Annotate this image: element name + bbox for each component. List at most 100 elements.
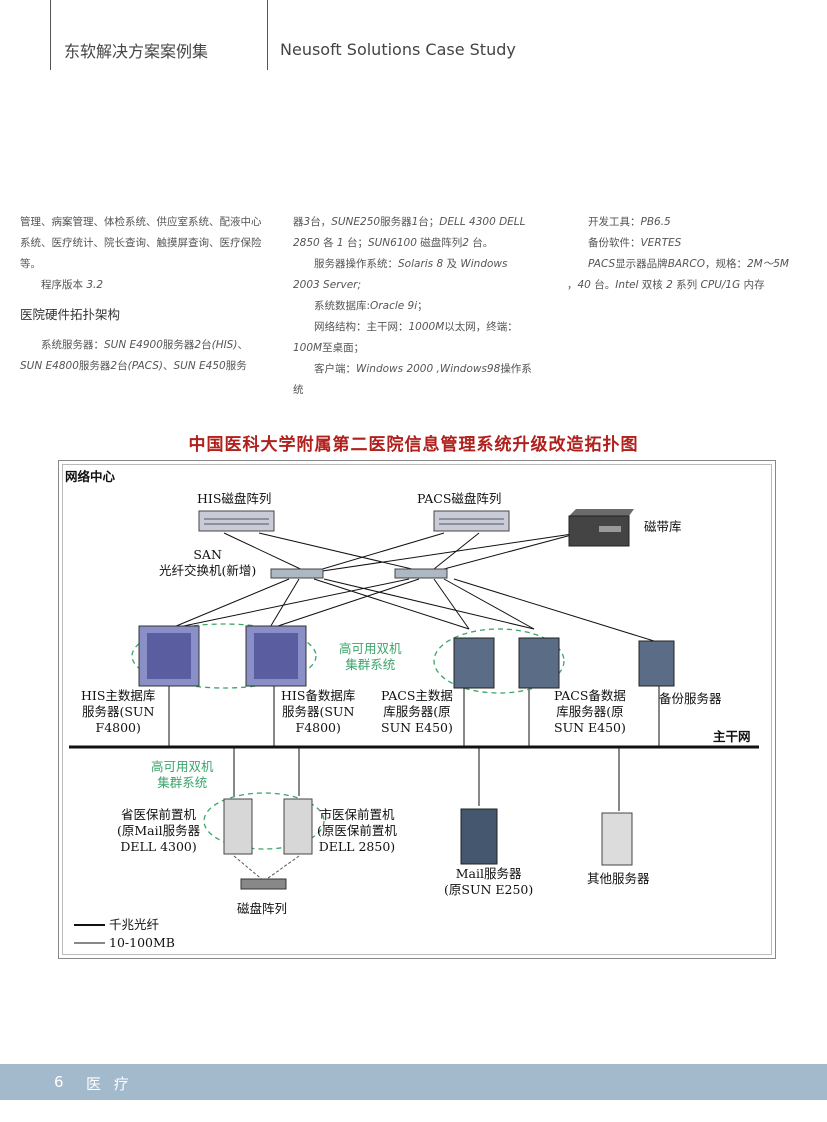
text-column-3: 开发工具：PB6.5 备份软件：VERTES PACS显示器品牌BARCO，规格… bbox=[567, 212, 817, 296]
t: 台， bbox=[310, 216, 332, 228]
text-column-1: 管理、病案管理、体检系统、供应室系统、配液中心系统、医疗统计、院长查询、触摸屏查… bbox=[20, 212, 265, 377]
t: 器 bbox=[293, 216, 304, 228]
san-line2: 光纤交换机(新增) bbox=[159, 563, 257, 578]
header-left-rule bbox=[50, 0, 51, 70]
para-pc: ，40 台。Intel 双核 2 系列 CPU/1G 内存 bbox=[567, 275, 817, 296]
t: 内存 bbox=[740, 279, 765, 291]
sep2: 、 bbox=[162, 360, 174, 372]
page-number: 6 bbox=[54, 1073, 64, 1091]
para-os: 服务器操作系统：Solaris 8 及 Windows 2003 Server; bbox=[293, 254, 535, 296]
l: 库服务器(原 bbox=[383, 704, 451, 719]
client-tail: 操作系统 bbox=[293, 363, 532, 396]
l: PACS主数据 bbox=[381, 688, 453, 703]
ha-bot-2: 集群系统 bbox=[157, 775, 208, 790]
header-title-cn: 东软解决方案案例集 bbox=[64, 42, 209, 61]
para-network: 网络结构：主干网：1000M以太网，终端：100M至桌面； bbox=[293, 317, 535, 359]
version-value: 3.2 bbox=[86, 279, 104, 291]
footer-bar: 6 医 疗 bbox=[0, 1064, 827, 1100]
backbone-label: 主干网 bbox=[713, 729, 751, 744]
net-prefix: 网络结构：主干网： bbox=[314, 321, 409, 333]
topology-lines bbox=[69, 509, 759, 944]
backup-prefix: 备份软件： bbox=[588, 237, 641, 249]
t: BARCO bbox=[667, 258, 705, 270]
legend-ethernet: 10-100MB bbox=[109, 935, 175, 950]
server-prefix: 系统服务器： bbox=[41, 339, 104, 351]
t: PACS bbox=[588, 258, 616, 270]
t: DELL 4300 DELL 2850 bbox=[293, 216, 526, 249]
san-switch-icon bbox=[270, 568, 448, 579]
server1-desc: 服务器 bbox=[162, 339, 195, 351]
para-modules: 管理、病案管理、体检系统、供应室系统、配液中心系统、医疗统计、院长查询、触摸屏查… bbox=[20, 216, 262, 270]
ha-cluster-top-label: 高可用双机集群系统 bbox=[339, 641, 402, 673]
t: 台； bbox=[418, 216, 440, 228]
l: (原医保前置机 bbox=[317, 823, 397, 838]
server2-tail: 台 bbox=[117, 360, 128, 372]
l: 省医保前置机 bbox=[121, 807, 197, 822]
db-prefix: 系统数据库: bbox=[314, 300, 371, 312]
db-tail: ； bbox=[417, 300, 428, 312]
server1-tag: (HIS) bbox=[211, 339, 238, 351]
t: SUNE250 bbox=[331, 216, 381, 228]
para-client: 客户端：Windows 2000 ,Windows98操作系统 bbox=[293, 359, 535, 401]
l: SUN E450) bbox=[381, 720, 453, 735]
server2: SUN E4800 bbox=[20, 360, 79, 372]
server2-count: 2 bbox=[110, 360, 118, 372]
l: (原Mail服务器 bbox=[117, 823, 201, 838]
t: SUN6100 bbox=[367, 237, 417, 249]
l: Mail服务器 bbox=[455, 866, 522, 881]
para-hardware: 器3台，SUNE250服务器1台；DELL 4300 DELL 2850 各 1… bbox=[293, 212, 535, 254]
l: HIS备数据库 bbox=[281, 688, 356, 703]
his-array-label: HIS磁盘阵列 bbox=[197, 491, 272, 506]
net-tail: 至桌面； bbox=[322, 342, 365, 354]
t: 服务器 bbox=[380, 216, 412, 228]
pacs-array-icon bbox=[433, 510, 510, 532]
section-title: 医院硬件拓扑架构 bbox=[20, 307, 121, 322]
l: 服务器(SUN bbox=[81, 704, 155, 719]
t: 1 bbox=[336, 237, 344, 249]
t: 系列 bbox=[672, 279, 701, 291]
l: PACS备数据 bbox=[554, 688, 626, 703]
header-mid-rule bbox=[267, 0, 268, 70]
net-mid: 以太网，终端： bbox=[444, 321, 518, 333]
diagram-inner-frame bbox=[62, 464, 772, 955]
server1-tail: 台 bbox=[201, 339, 212, 351]
disk-array-label: 磁盘阵列 bbox=[237, 901, 288, 916]
header-title-en: Neusoft Solutions Case Study bbox=[280, 40, 516, 59]
legend-fiber: 千兆光纤 bbox=[109, 917, 160, 932]
t: ， bbox=[567, 279, 578, 291]
version-prefix: 程序版本 bbox=[41, 279, 83, 291]
t: 2 bbox=[462, 237, 469, 249]
l: HIS主数据库 bbox=[81, 688, 156, 703]
para-backup-sw: 备份软件：VERTES bbox=[567, 233, 817, 254]
t: 2M～5M bbox=[746, 258, 789, 270]
his-array-icon bbox=[198, 510, 275, 532]
client-prefix: 客户端： bbox=[314, 363, 356, 375]
figure-title: 中国医科大学附属第二医院信息管理系统升级改造拓扑图 bbox=[188, 435, 639, 455]
tape-library-label: 磁带库 bbox=[644, 519, 682, 534]
ha-top-2: 集群系统 bbox=[345, 657, 396, 672]
para-pacs-display: PACS显示器品牌BARCO，规格：2M～5M bbox=[567, 254, 817, 275]
pacs-array-label: PACS磁盘阵列 bbox=[417, 491, 502, 506]
l: 市医保前置机 bbox=[319, 807, 395, 822]
l: DELL 2850) bbox=[318, 839, 396, 854]
t: 40 bbox=[577, 279, 591, 291]
his-server-icon bbox=[138, 625, 307, 687]
server2-desc: 服务器 bbox=[78, 360, 111, 372]
net-1: 1000M bbox=[408, 321, 445, 333]
ha-bot-1: 高可用双机 bbox=[151, 759, 214, 774]
l: SUN E450) bbox=[554, 720, 626, 735]
section-name: 医 疗 bbox=[86, 1075, 133, 1093]
client-value: Windows 2000 ,Windows98 bbox=[356, 363, 501, 375]
db-value: Oracle 9i bbox=[370, 300, 418, 312]
ha-cluster-bottom-label: 高可用双机集群系统 bbox=[151, 759, 214, 791]
text-column-2: 器3台，SUNE250服务器1台；DELL 4300 DELL 2850 各 1… bbox=[293, 212, 535, 401]
t: 1 bbox=[411, 216, 419, 228]
dev-value: PB6.5 bbox=[640, 216, 671, 228]
l: F4800) bbox=[295, 720, 341, 735]
t: 台。 bbox=[468, 237, 494, 249]
